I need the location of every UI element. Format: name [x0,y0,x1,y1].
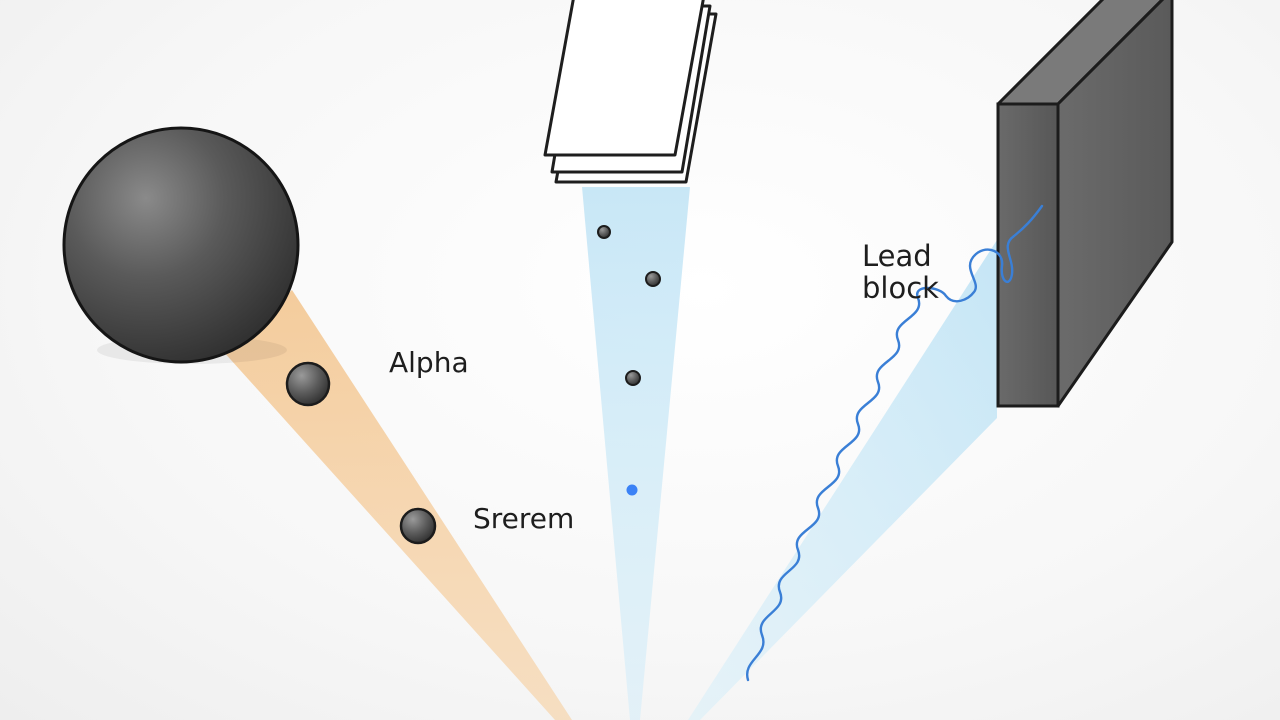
gamma-wave [745,204,1044,682]
paper-stack-icon [543,0,718,184]
lead-block-icon [996,0,1174,408]
gamma-beam [688,240,997,720]
alpha-label: Alpha [389,346,469,379]
second-radiation-label: Srerem [473,502,575,535]
alpha-particle-1 [285,361,331,407]
lead-block-label-line2: block [862,271,939,305]
paper-beam [582,187,690,720]
lead-block-label-line1: Lead [862,239,932,273]
beam-particle-1 [597,225,611,239]
source-sphere-icon [62,126,300,364]
beam-particle-blue [626,484,638,496]
alpha-particle-2 [399,507,437,545]
beam-particle-3 [625,370,641,386]
beam-particle-2 [645,271,661,287]
lead-block-label: Lead block [862,240,939,304]
